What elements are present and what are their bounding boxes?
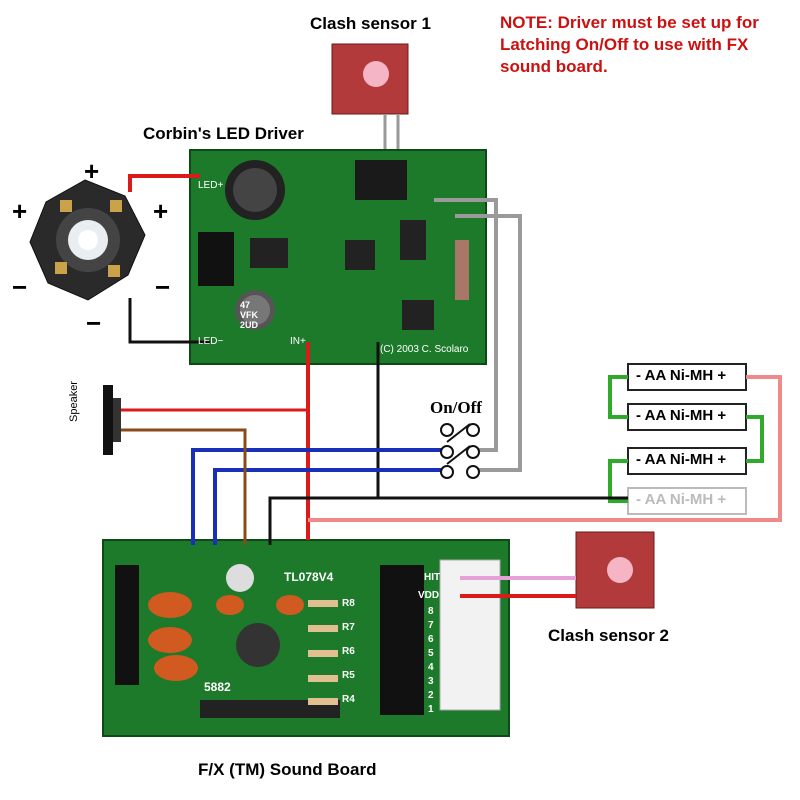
clash-sensor-2-label: Clash sensor 2 xyxy=(548,626,669,645)
clash-sensor-1-label: Clash sensor 1 xyxy=(310,14,431,33)
led-plus-left: + xyxy=(12,196,28,226)
sound-pin-vdd: VDD xyxy=(418,590,440,601)
sound-pin-6: 6 xyxy=(428,634,434,645)
sound-pin-hit: HIT xyxy=(424,572,441,583)
led-plus-top: + xyxy=(84,156,100,186)
clash-sensor-1 xyxy=(331,43,409,160)
sound-pin-4: 4 xyxy=(428,662,434,673)
driver-led-minus-pad: LED− xyxy=(198,336,224,347)
sound-resistor-r4: R4 xyxy=(342,694,355,705)
wires xyxy=(121,174,782,598)
note-text: NOTE: Driver must be set up for Latching… xyxy=(500,13,759,76)
sound-pin-2: 2 xyxy=(428,690,434,701)
led-plus-right: + xyxy=(153,196,169,226)
sound-pin-7: 7 xyxy=(428,620,434,631)
sound-code-label: 5882 xyxy=(204,680,231,694)
on-off-switch xyxy=(440,423,480,479)
led-minus-bottom: − xyxy=(86,308,102,338)
battery-1-label: - AA Ni-MH + xyxy=(636,367,727,384)
led-minus-right: − xyxy=(155,272,171,302)
sound-pin-8: 8 xyxy=(428,606,434,617)
sound-pin-1: 1 xyxy=(428,704,434,715)
sound-board-label: F/X (TM) Sound Board xyxy=(198,760,377,779)
sound-resistor-r7: R7 xyxy=(342,622,355,633)
sound-chip-label: TL078V4 xyxy=(284,570,334,584)
driver-copyright: (C) 2003 C. Scolaro xyxy=(380,344,469,355)
driver-in-plus-pad: IN+ xyxy=(290,336,306,347)
on-off-label: On/Off xyxy=(430,398,482,417)
sound-resistor-r6: R6 xyxy=(342,646,355,657)
speaker xyxy=(103,385,121,455)
driver-capacitor-label: 47 VFK 2UD xyxy=(240,300,259,330)
sound-resistor-r5: R5 xyxy=(342,670,355,681)
sound-resistor-r8: R8 xyxy=(342,598,355,609)
led-driver-pcb xyxy=(189,149,487,365)
led-star xyxy=(29,179,146,301)
led-driver-label: Corbin's LED Driver xyxy=(143,124,304,143)
sound-pin-3: 3 xyxy=(428,676,434,687)
clash-sensor-2 xyxy=(575,531,655,609)
driver-led-plus-pad: LED+ xyxy=(198,180,224,191)
battery-pack xyxy=(627,363,747,515)
sound-pin-5: 5 xyxy=(428,648,434,659)
battery-4-label: - AA Ni-MH + xyxy=(636,491,727,508)
speaker-label: Speaker xyxy=(68,381,80,422)
battery-3-label: - AA Ni-MH + xyxy=(636,451,727,468)
led-minus-left: − xyxy=(12,272,28,302)
sound-board-pcb xyxy=(102,539,510,737)
battery-2-label: - AA Ni-MH + xyxy=(636,407,727,424)
